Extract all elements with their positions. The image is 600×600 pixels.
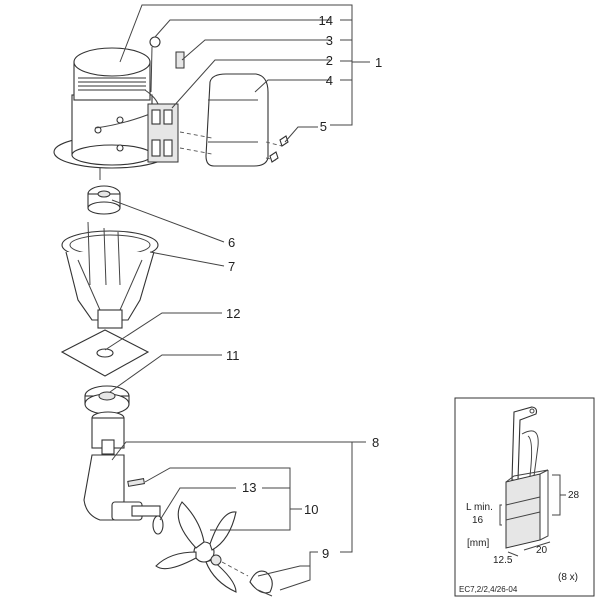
- callout-12: 12: [226, 306, 240, 321]
- callout-9: 9: [322, 546, 329, 561]
- cover-part: [205, 73, 269, 167]
- nose-cone-part: [221, 561, 273, 597]
- callout-1: 1: [375, 55, 382, 70]
- inset-unit: [mm]: [467, 538, 489, 549]
- screw-part: [269, 135, 289, 163]
- key-part: [127, 478, 145, 487]
- gearbox-part: [83, 411, 161, 521]
- callout-13: 13: [242, 480, 256, 495]
- propeller-part: [155, 501, 237, 593]
- callout-8: 8: [372, 435, 379, 450]
- callout-4: 4: [326, 73, 333, 88]
- terminal-block: [147, 103, 179, 163]
- inset-dim-height: 28: [568, 490, 580, 501]
- flange-part: [84, 385, 130, 415]
- gasket-plate: [60, 329, 150, 377]
- seal-part: [152, 515, 164, 535]
- cable-part: [149, 36, 161, 93]
- callout-10: 10: [304, 502, 318, 517]
- callout-7: 7: [228, 259, 235, 274]
- inset-quantity: (8 x): [558, 572, 578, 583]
- inset-lmin-value: 16: [472, 515, 484, 526]
- coupling-part: [87, 185, 121, 215]
- callout-2: 2: [326, 53, 333, 68]
- callout-11: 11: [226, 348, 240, 363]
- inset-lmin-label: L min.: [466, 502, 493, 513]
- callout-3: 3: [326, 33, 333, 48]
- callout-14: 14: [319, 13, 333, 28]
- callout-5: 5: [320, 119, 327, 134]
- callout-lines: [104, 4, 370, 591]
- motor-assembly: [53, 47, 171, 169]
- inset-dim-depth: 12.5: [493, 555, 513, 566]
- callout-6: 6: [228, 235, 235, 250]
- inset-reference: EC7,2/2,4/26-04: [459, 585, 518, 594]
- motor-bracket: [61, 221, 159, 329]
- inset-dim-width: 20: [536, 545, 548, 556]
- brush-part: [175, 51, 185, 69]
- brush-detail-inset: 28 L min. 16 [mm] 12.5 20 (8 x) EC7,2/2,…: [454, 397, 595, 597]
